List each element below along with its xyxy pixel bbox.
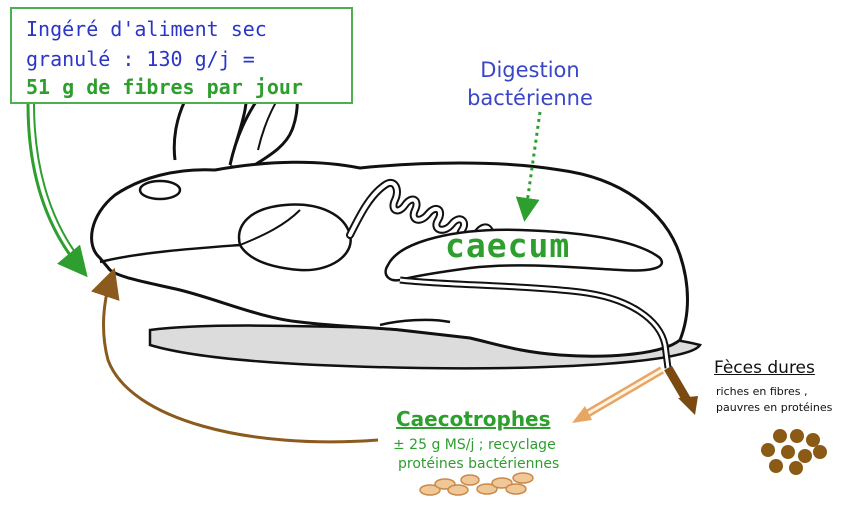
caecotrophes-subtitle-2: protéines bactériennes [398,456,559,472]
feces-subtitle-2: pauvres en protéines [716,401,832,414]
intake-line-1: Ingéré d'aliment sec [26,17,267,41]
intake-line-3: 51 g de fibres par jour [26,75,303,99]
feces-subtitle-1: riches en fibres , [716,385,808,398]
digestion-line-2: bactérienne [420,84,640,112]
caecum-label: caecum [445,226,570,265]
feces-arrow [668,368,688,402]
caecotrophes-title: Caecotrophes [396,407,551,431]
feces-title: Fèces dures [714,358,815,378]
digestion-line-1: Digestion [420,56,640,84]
digestion-label: Digestion bactérienne [420,56,640,112]
intake-box: Ingéré d'aliment sec granulé : 130 g/j =… [10,7,353,104]
caecotrophes-subtitle-1: ± 25 g MS/j ; recyclage [393,437,556,453]
intake-line-2: granulé : 130 g/j = [26,47,255,71]
caecotrophe-pellets [420,473,533,495]
hard-feces-pellets [761,429,827,475]
rabbit-eye [140,181,180,199]
